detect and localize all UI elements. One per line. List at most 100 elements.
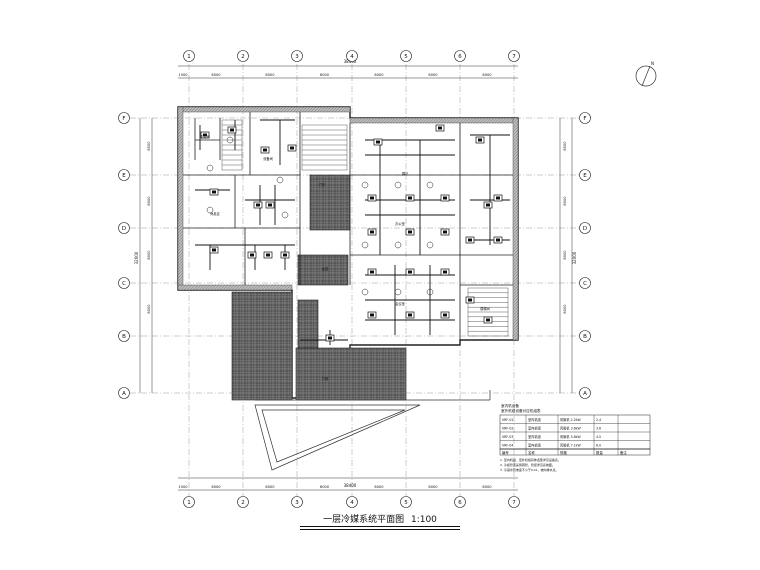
grid-bubble-circle — [400, 50, 412, 62]
grid-bubble-circle — [118, 112, 130, 124]
grid-bubble-label: 3 — [295, 54, 299, 60]
indoor-unit-core — [250, 253, 254, 257]
grid-bubble-circle — [118, 169, 130, 181]
legend-cell: 风管机 5.6kW — [560, 434, 581, 439]
indoor-unit-core — [370, 196, 374, 200]
grid-bubble-circle — [118, 277, 130, 289]
grid-bubble-label: 3 — [295, 500, 299, 506]
row-bubble-left: F — [118, 112, 130, 124]
legend-header-1: 室内机设备 — [501, 403, 519, 408]
stair-right — [467, 287, 509, 337]
grid-bubble-circle — [454, 50, 466, 62]
grid-bubble-label: 2 — [241, 54, 245, 60]
legend-cell: 室内机组 — [528, 443, 542, 448]
top-dimension-label: 6000 — [211, 73, 221, 77]
indoor-unit-core — [256, 203, 260, 207]
top-dimension-chain — [178, 65, 518, 79]
indoor-unit-core — [328, 336, 332, 340]
grid-bubble-label: 7 — [512, 54, 516, 60]
legend-cell: 室内机组 — [528, 426, 542, 431]
grid-bubble-circle — [579, 330, 591, 342]
indoor-unit-core — [230, 128, 234, 132]
grid-bubble-label: 6 — [458, 54, 462, 60]
grid-bubble-label: E — [122, 173, 126, 179]
bottom-dimension-label: 6000 — [374, 485, 384, 489]
grid-bubble-label: D — [583, 226, 587, 232]
right-dimension-label: 8000 — [563, 141, 567, 151]
diffuser-circle — [426, 241, 434, 249]
grid-bubble-label: 1 — [187, 500, 191, 506]
grid-bubble-circle — [183, 496, 195, 508]
legend-cell: VRF-02 — [502, 427, 513, 431]
room-label: 走道 — [322, 266, 329, 271]
diffuser-circle — [361, 181, 369, 189]
indoor-unit-core — [290, 146, 294, 150]
row-bubble-left: A — [118, 387, 130, 399]
grid-bubble-circle — [346, 496, 358, 508]
title-underline — [300, 526, 460, 530]
right-dimension-label: 8000 — [563, 250, 567, 260]
legend-cell: 风管机 2.2kW — [560, 417, 581, 422]
room-label: 设备间 — [263, 156, 273, 161]
left-dimension-label: 8000 — [147, 141, 151, 151]
grid-bubble-circle — [118, 330, 130, 342]
grid-bubble-circle — [454, 496, 466, 508]
diffuser-circle — [226, 136, 234, 144]
grid-bubble-circle — [579, 387, 591, 399]
bottom-dimension-label: 6000 — [265, 485, 275, 489]
grid-bubble-label: 7 — [512, 500, 516, 506]
bottom-dimension-label: 1500 — [178, 485, 188, 489]
row-bubble-right: E — [579, 169, 591, 181]
indoor-unit-core — [438, 126, 442, 130]
grid-bubble-circle — [508, 496, 520, 508]
legend-footer-cell: 编号 — [502, 450, 509, 455]
indoor-unit-core — [376, 140, 380, 144]
grid-bubble-circle — [346, 50, 358, 62]
row-bubble-right: F — [579, 112, 591, 124]
column-bubble-top: 5 — [400, 50, 412, 62]
grid-bubble-circle — [579, 277, 591, 289]
row-bubble-left: D — [118, 222, 130, 234]
column-bubble-bottom: 2 — [237, 496, 249, 508]
legend-note: 2. 冷媒管道采用铜管，管径详见系统图。 — [500, 462, 555, 467]
indoor-unit-core — [408, 230, 412, 234]
indoor-unit-core — [266, 253, 270, 257]
grid-bubble-label: C — [583, 281, 587, 287]
indoor-unit-core — [486, 203, 490, 207]
legend-header-2: 室外机组设备对应机组表 — [501, 408, 541, 413]
row-bubble-right: B — [579, 330, 591, 342]
column-bubble-bottom: 6 — [454, 496, 466, 508]
grid-bubble-circle — [400, 496, 412, 508]
bottom-dimension-chain — [178, 477, 518, 491]
row-bubble-left: E — [118, 169, 130, 181]
indoor-units — [200, 124, 503, 342]
indoor-unit-core — [443, 313, 447, 317]
row-bubble-right: C — [579, 277, 591, 289]
row-bubble-left: C — [118, 277, 130, 289]
legend-cell: 风管机 3.6kW — [560, 426, 581, 431]
drawing-title: 一层冷媒系统平面图 1:100 — [300, 512, 460, 530]
top-dimension-label: 6000 — [482, 73, 492, 77]
legend-footer-cell: 数量 — [596, 450, 603, 455]
overall-width-bottom: 38400 — [344, 483, 357, 488]
top-dimension-label: 6000 — [428, 73, 438, 77]
legend-cell: 6.0 — [596, 444, 601, 448]
grid-bubble-label: B — [122, 334, 126, 340]
column-bubble-top: 6 — [454, 50, 466, 62]
bottom-dimension-label: 6000 — [211, 485, 221, 489]
grid-bubble-label: A — [122, 391, 126, 397]
room-label: 门厅 — [319, 182, 326, 187]
legend-cell: 3.6 — [596, 427, 601, 431]
indoor-unit-core — [443, 230, 447, 234]
diffuser-circle — [394, 241, 402, 249]
left-dimension-label: 8000 — [147, 196, 151, 206]
grid-bubble-label: 6 — [458, 500, 462, 506]
grid-bubble-label: B — [583, 334, 587, 340]
grid-bubble-label: 4 — [350, 500, 354, 506]
diffuser-circle — [361, 241, 369, 249]
indoor-unit-core — [212, 190, 216, 194]
